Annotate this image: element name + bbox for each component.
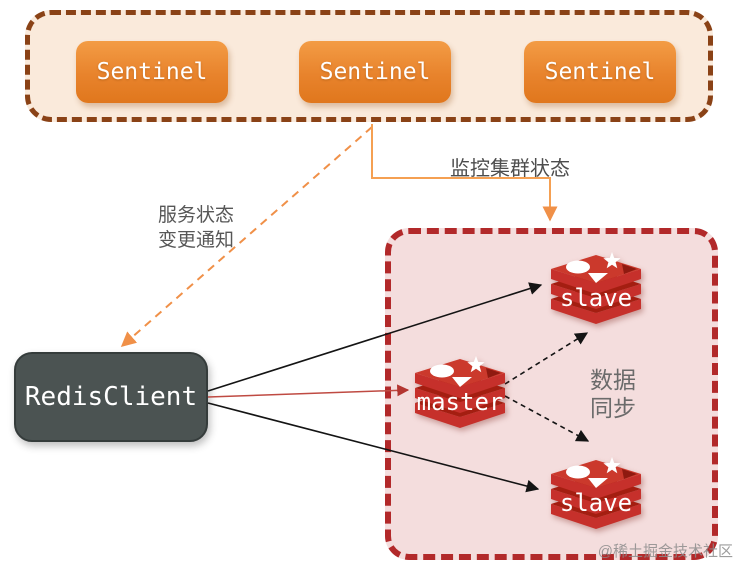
redis-notch-shape [622,264,637,274]
redis-slave-top-icon: slave [551,252,641,324]
redis-notch-shape [622,469,637,479]
slave-top-label: slave [560,284,632,312]
slave-bottom-label: slave [560,489,632,517]
sentinel-group-container: Sentinel Sentinel Sentinel [25,10,713,122]
watermark-text: @稀土掘金技术社区 [597,543,733,560]
redis-ellipse-shape [566,465,590,479]
master-label: master [417,388,504,416]
sentinel-label: Sentinel [319,59,431,85]
redis-ellipse-shape [566,260,590,274]
redis-client-box: RedisClient [14,352,208,442]
arrow-client-master [207,384,410,398]
sentinel-node-3: Sentinel [524,41,676,103]
monitor-cluster-status-label: 监控集群状态 [450,158,570,180]
redis-triangle-shape [588,478,608,488]
redis-slave-bottom-icon: slave [551,457,641,529]
service-status-notify-label: 服务状态 变更通知 [157,205,234,251]
redis-triangle-shape [588,273,608,283]
sentinel-node-1: Sentinel [76,41,228,103]
data-sync-label: 数据 同步 [590,367,636,421]
sentinel-node-2: Sentinel [299,41,451,103]
redis-star-shape [603,457,621,474]
sentinel-label: Sentinel [96,59,208,85]
redis-master-icon: master [415,356,505,428]
redis-star-shape [603,252,621,269]
sentinel-label: Sentinel [544,59,656,85]
redis-client-label: RedisClient [24,382,198,412]
redis-ellipse-shape [430,364,454,378]
